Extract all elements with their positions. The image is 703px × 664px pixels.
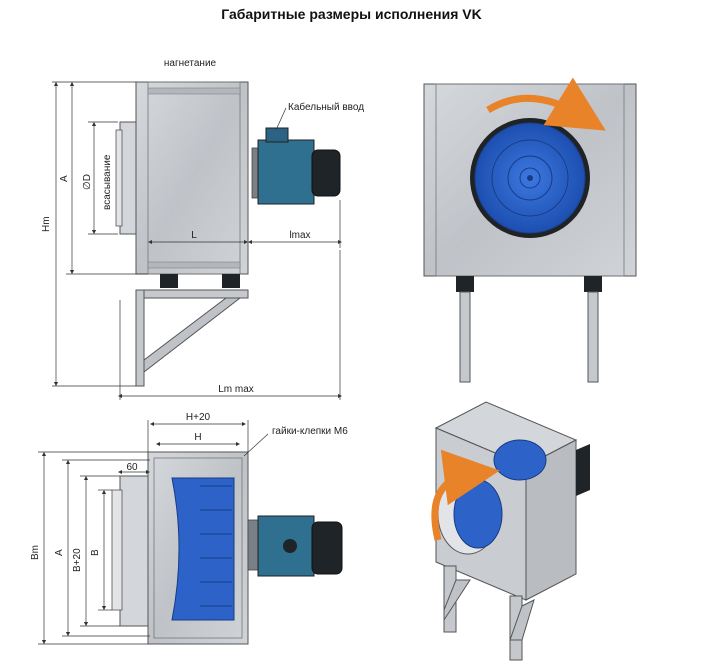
label-suction: всасывание [102, 154, 113, 210]
rotation-arrow-front [486, 77, 606, 131]
label-lmax: lmax [289, 230, 310, 241]
top-view: H+20 H гайки-клепки M6 60 Bm A B+20 B [30, 412, 348, 645]
terminal-box [265, 127, 289, 143]
label-hm: Hm [41, 216, 52, 232]
leg-right [587, 291, 599, 383]
impeller-top [171, 477, 235, 621]
label-h: H [194, 432, 201, 443]
housing-side [135, 81, 249, 275]
side-view: нагнетание Кабельный ввод Hm A ∅D всасыв… [41, 58, 364, 400]
leg-left [459, 291, 471, 383]
inlet-collar-top [119, 475, 149, 627]
label-l: L [191, 230, 197, 241]
inlet-collar [119, 121, 137, 235]
isometric-view [431, 401, 590, 661]
rotation-arrow-iso [431, 449, 500, 541]
label-a2: A [54, 549, 65, 556]
label-rivet-nuts: гайки-клепки M6 [272, 426, 348, 437]
motor-fan-cover [311, 149, 341, 197]
label-cable-entry: Кабельный ввод [288, 101, 364, 113]
label-b-plus-20: B+20 [72, 548, 83, 572]
bracket-strut [143, 297, 242, 374]
label-sixty: 60 [126, 462, 138, 473]
motor-side [257, 139, 315, 205]
label-b: B [90, 549, 101, 556]
page-title: Габаритные размеры исполнения VK [221, 6, 482, 22]
label-lm-max: Lm max [218, 384, 254, 395]
motor-fan-cover-top [311, 521, 343, 575]
label-a: A [59, 175, 70, 182]
label-discharge: нагнетание [164, 58, 217, 69]
label-diameter: ∅D [82, 174, 93, 190]
label-h-plus-20: H+20 [186, 412, 211, 423]
front-view [423, 77, 637, 383]
bracket-post [135, 289, 145, 387]
bracket-top [135, 289, 249, 299]
label-bm: Bm [30, 545, 41, 560]
